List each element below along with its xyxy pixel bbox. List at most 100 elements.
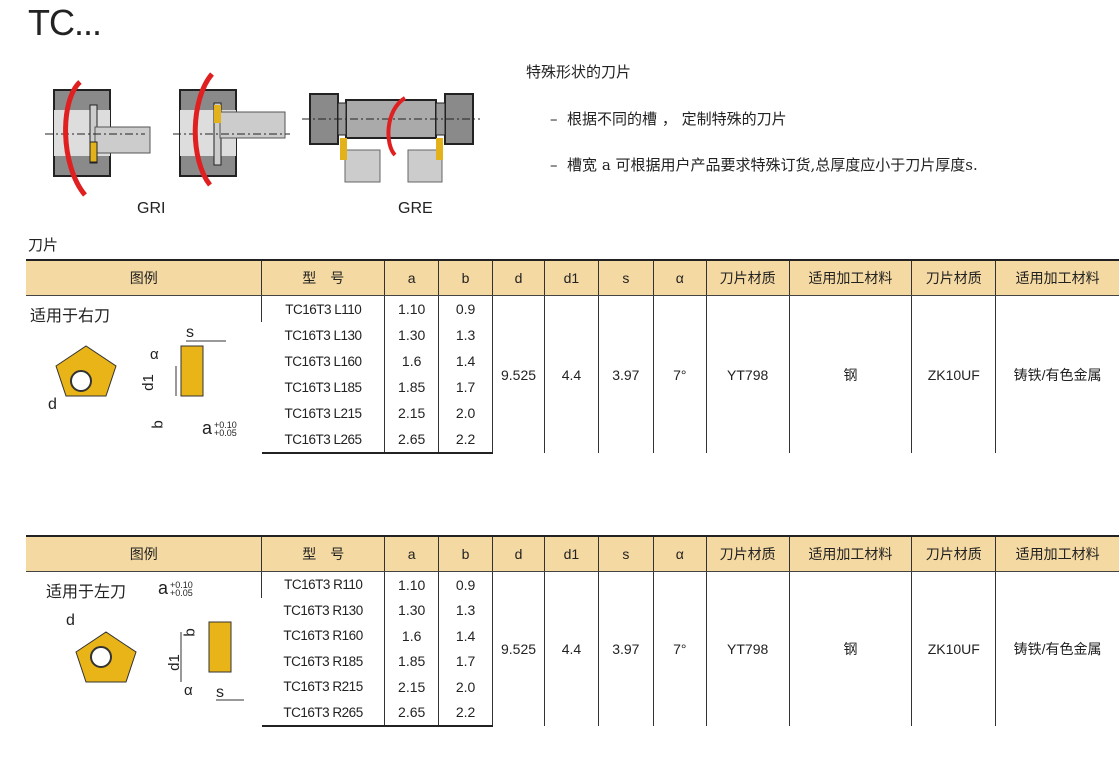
description-item: – 槽宽 a 可根据用户产品要求特殊订货,总厚度应小于刀片厚度s. (550, 156, 978, 174)
column-header: d (492, 535, 545, 572)
column-header: s (597, 535, 654, 572)
gri-internal-diagram-1 (45, 80, 151, 197)
dim-d1: d1 (165, 654, 183, 671)
description-text: 根据不同的槽 ， 定制特殊的刀片 (567, 110, 787, 128)
model-cell: TC16T3 R130 (283, 602, 363, 618)
description-heading: 特殊形状的刀片 (526, 63, 632, 81)
table-row: TC16T3 L130 1.30 1.3 (26, 322, 1119, 348)
b-cell: 1.4 (438, 348, 493, 374)
column-header: a (384, 535, 439, 572)
tolerance-a: a+0.10+0.05 (158, 578, 193, 599)
b-cell: 2.2 (438, 426, 493, 454)
b-cell: 1.7 (438, 648, 493, 674)
column-header: s (597, 259, 654, 296)
gri-label: GRI (137, 200, 166, 217)
insert-drawing (75, 621, 244, 701)
column-header: 适用加工材料 (788, 259, 912, 296)
tol-upper: +0.10 (214, 420, 237, 431)
column-header: α (652, 535, 707, 572)
table-row: TC16T3 L185 1.85 1.7 (26, 374, 1119, 400)
dim-alpha: α (184, 682, 193, 699)
tolerance-a: a+0.10+0.05 (202, 418, 237, 439)
model-cell: TC16T3 R160 (283, 628, 363, 644)
model-cell: TC16T3 L160 (284, 353, 363, 369)
a-cell: 1.10 (384, 571, 439, 598)
b-cell: 1.3 (438, 322, 493, 348)
column-header: b (438, 535, 493, 572)
column-header: 图例 (26, 535, 262, 572)
table-row: TC16T3 R215 2.15 2.0 (26, 674, 1119, 700)
dim-d: d (66, 612, 75, 629)
model-cell: TC16T3 R265 (261, 699, 385, 727)
tol-values: +0.10+0.05 (214, 420, 237, 439)
description-item: – 根据不同的槽 ， 定制特殊的刀片 (550, 110, 787, 128)
insert-drawing (55, 340, 226, 397)
table-row: TC16T3 R265 2.65 2.2 (26, 699, 1119, 727)
tol-lower: +0.05 (170, 588, 193, 599)
a-cell: 1.6 (384, 348, 439, 374)
section-label: 刀片 (28, 236, 59, 254)
a-cell: 2.15 (384, 400, 439, 426)
gri-internal-diagram-2 (173, 72, 290, 187)
d1-cell: 4.4 (543, 295, 599, 453)
legend-label: 适用于左刀 (46, 582, 127, 601)
grade1-cell: YT798 (705, 571, 790, 726)
a-cell: 1.85 (384, 648, 439, 674)
model-cell: TC16T3 R110 (261, 571, 385, 598)
d-cell: 9.525 (492, 571, 545, 726)
model-cell: TC16T3 L185 (284, 379, 363, 395)
tol-symbol: a (202, 418, 213, 438)
s-cell: 3.97 (597, 571, 654, 726)
dim-b: b (149, 420, 167, 429)
b-cell: 0.9 (438, 571, 493, 598)
model-cell: TC16T3 R185 (283, 653, 363, 669)
table-row: TC16T3 R160 1.6 1.4 (26, 623, 1119, 649)
column-header: b (438, 259, 493, 296)
column-header: 刀片材质 (911, 259, 996, 296)
d1-cell: 4.4 (543, 571, 599, 726)
table-row: 适用于左刀 s α d1 b d a+0.10+0.05 TC16T3 R110… (26, 571, 1119, 726)
alpha-cell: 7° (652, 571, 707, 726)
gre-label: GRE (398, 200, 433, 217)
d-cell: 9.525 (492, 295, 545, 453)
b-cell: 1.3 (438, 597, 493, 623)
column-header: 型 号 (261, 535, 385, 572)
a-cell: 2.65 (384, 699, 439, 727)
gre-external-diagram (302, 93, 480, 183)
legend-cell: 适用于右刀 s α d1 b d a+0.10+0.05 (26, 296, 262, 454)
b-cell: 2.0 (438, 400, 493, 426)
b-cell: 0.9 (438, 295, 493, 322)
tol-symbol: a (158, 578, 169, 598)
a-cell: 1.30 (384, 322, 439, 348)
b-cell: 1.4 (438, 623, 493, 649)
alpha-cell: 7° (652, 295, 707, 453)
dim-s: s (186, 324, 194, 341)
dim-d1: d1 (139, 374, 157, 391)
table-row: TC16T3 L215 2.15 2.0 (26, 400, 1119, 426)
column-header: 适用加工材料 (995, 259, 1119, 296)
legend-label: 适用于右刀 (30, 306, 111, 325)
b-cell: 1.7 (438, 374, 493, 400)
column-header: d (492, 259, 545, 296)
grooving-diagram (45, 72, 480, 197)
column-header: 图例 (26, 259, 262, 296)
column-header: α (652, 259, 707, 296)
mat2-cell: 铸铁/有色金属 (995, 571, 1119, 726)
column-header: 型 号 (261, 259, 385, 296)
b-cell: 2.0 (438, 674, 493, 700)
table-row: TC16T3 R130 1.30 1.3 (26, 597, 1119, 623)
tol-upper: +0.10 (170, 580, 193, 591)
dim-s: s (216, 684, 224, 701)
a-cell: 1.85 (384, 374, 439, 400)
column-header: 适用加工材料 (995, 535, 1119, 572)
tol-values: +0.10+0.05 (170, 580, 193, 599)
column-header: 刀片材质 (911, 535, 996, 572)
page-title: TC... (28, 2, 102, 43)
tol-lower: +0.05 (214, 428, 237, 439)
column-header: d1 (543, 259, 599, 296)
table-row: 适用于右刀 s α d1 b d a+0.10+0.05 TC16T3 L110… (26, 295, 1119, 453)
table-row: TC16T3 L160 1.6 1.4 (26, 348, 1119, 374)
